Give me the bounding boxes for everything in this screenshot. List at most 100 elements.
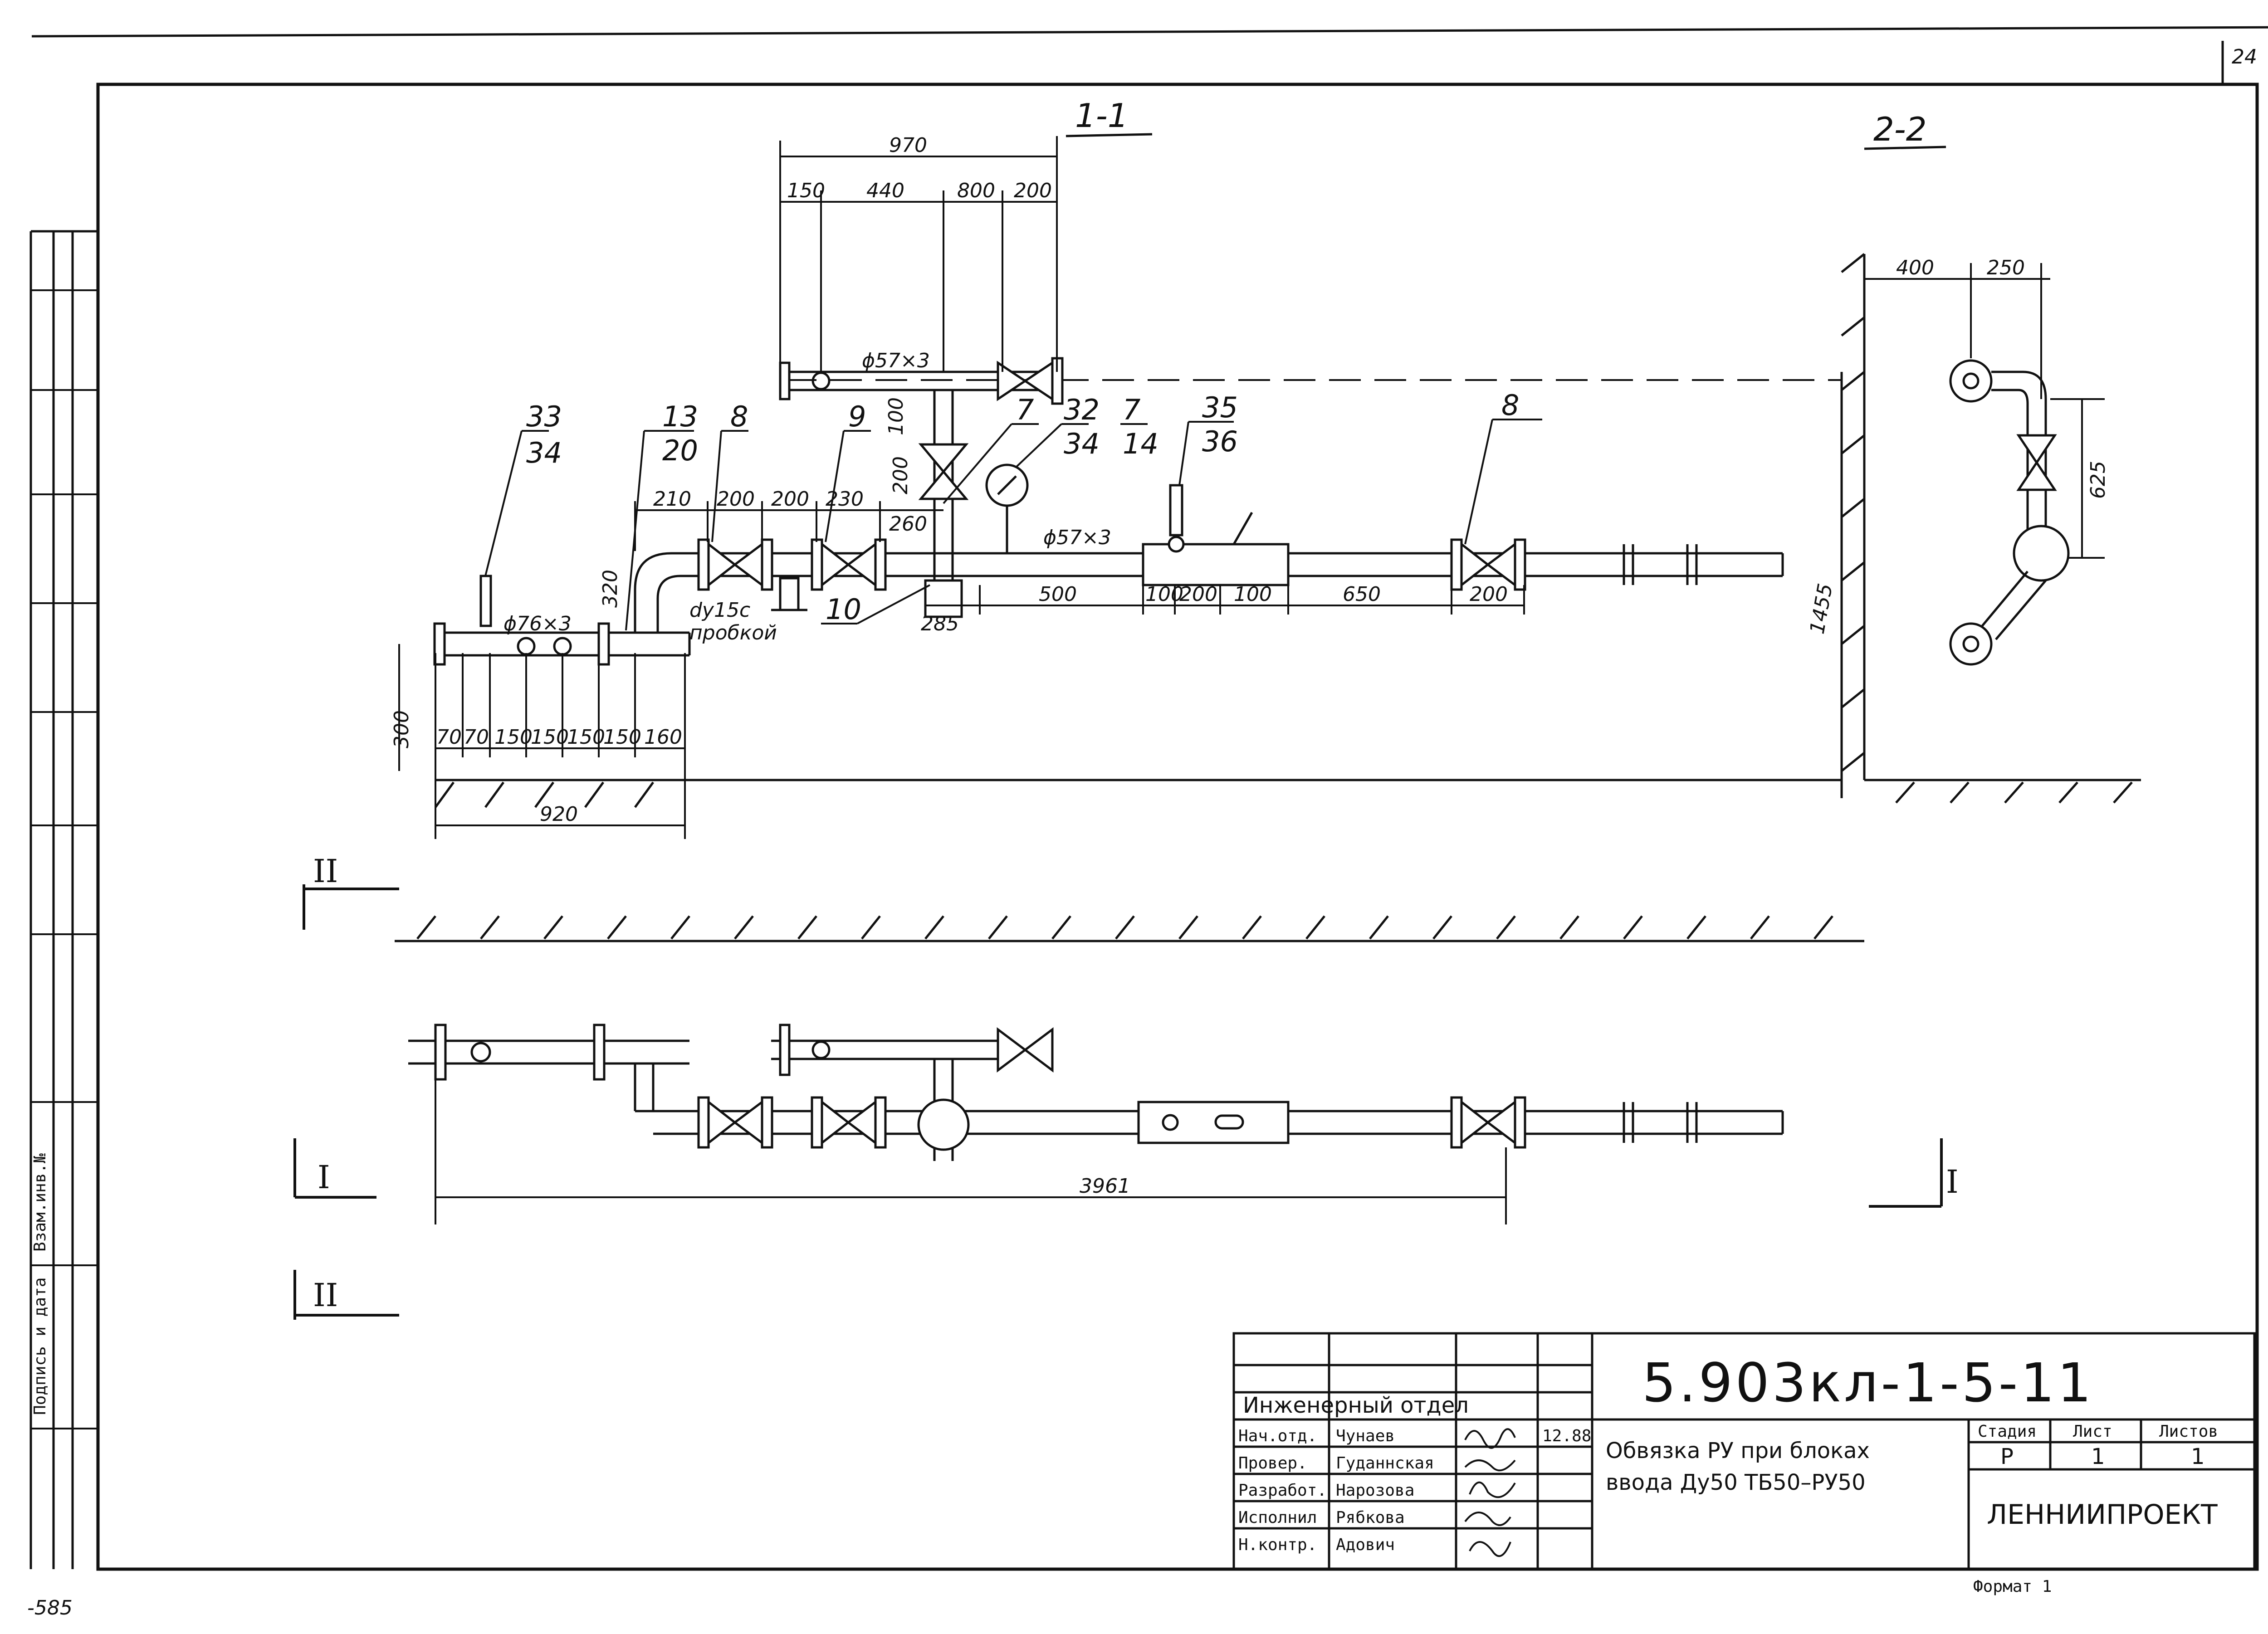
section-mark-II-bottom	[293, 1270, 399, 1320]
dim-left-2: 70	[464, 726, 489, 749]
dim-vertical-1: 100	[885, 397, 908, 435]
format-label: Формат 1	[1973, 1577, 2052, 1596]
dim-2-2-2: 250	[1987, 256, 2025, 279]
valve-8-right	[1450, 538, 1526, 591]
dim-left-7: 160	[644, 726, 682, 749]
title-block-date: 12.88	[1542, 1427, 1591, 1445]
dim-top-2: 440	[866, 179, 904, 202]
callout-leaders	[484, 419, 1542, 631]
drain-plug	[771, 577, 807, 611]
sheet-value: 1	[2091, 1444, 2105, 1469]
plan-valves	[697, 1027, 1526, 1149]
dim-top-4: 200	[1014, 179, 1052, 202]
valve-8-left	[697, 538, 773, 591]
dims-2-2-lines	[1864, 263, 2105, 559]
drawing-title-line2: ввода Ду50 ТБ50–РУ50	[1606, 1470, 1866, 1495]
bypass-riser	[918, 390, 969, 618]
callout-1-top: 13	[662, 400, 698, 433]
callout-7-bottom: 36	[1202, 425, 1238, 458]
sheet-header: Лист	[2073, 1422, 2112, 1441]
callout-6-bottom: 14	[1123, 427, 1158, 460]
callout-1-bottom: 20	[662, 434, 698, 467]
plan-wall-hatch	[395, 915, 1864, 942]
title-block-name-4: Адович	[1336, 1536, 1395, 1554]
drain-label-2: пробкой	[689, 621, 777, 644]
title-block-name-2: Нарозова	[1336, 1481, 1414, 1500]
callout-9-top: 10	[826, 593, 861, 626]
section-title-2-2-underline	[1864, 146, 1946, 150]
callout-7-top: 35	[1202, 391, 1238, 424]
dim-row-1: 210	[653, 488, 691, 511]
margin-label-signature-date: Подпись и дата	[31, 1278, 49, 1415]
dim-left-3: 150	[494, 726, 533, 749]
section-mark-II-top	[303, 884, 399, 930]
upper-bypass-label: ϕ57×3	[862, 349, 930, 372]
section-mark-II-bottom-label: II	[313, 1277, 338, 1314]
title-block-role-2: Разработ.	[1238, 1481, 1327, 1500]
floor-hatch-1-1	[434, 779, 1842, 808]
drawing-frame	[96, 83, 2259, 1571]
callout-4-top: 7	[1016, 393, 1034, 426]
section-mark-I-right	[1869, 1138, 1943, 1208]
wall-hatch-2-2	[1841, 253, 2141, 804]
valve-9	[811, 538, 887, 591]
title-block-role-3: Исполнил	[1238, 1508, 1317, 1527]
callout-2-top: 8	[730, 400, 748, 433]
stage-header: Стадия	[1978, 1422, 2037, 1441]
dim-bottom-5: 100	[1234, 583, 1272, 606]
dim-left-total: 920	[540, 803, 578, 826]
dim-top-total: 970	[889, 134, 927, 157]
drawing-title-line1: Обвязка РУ при блоках	[1606, 1438, 1870, 1463]
pressure-gauge	[985, 463, 1029, 553]
dim-bottom-2: 500	[1039, 583, 1077, 606]
dims-row-lines	[634, 501, 943, 551]
section-mark-II-top-label: II	[313, 853, 338, 890]
dim-vertical-4: 300	[390, 710, 413, 748]
organization-name: ЛЕННИИПРОЕКТ	[1987, 1499, 2218, 1531]
dim-bottom-1: 285	[921, 612, 959, 635]
title-block-name-1: Гуданнская	[1336, 1454, 1434, 1473]
title-block-name-0: Чунаев	[1336, 1427, 1395, 1445]
dim-2-2-1: 400	[1896, 256, 1934, 279]
wall-hatch-1-1	[1840, 371, 1865, 798]
margin-code: -585	[27, 1596, 73, 1619]
drain-label-1: dy15c	[689, 599, 750, 622]
title-block-department: Инженерный отдел	[1243, 1393, 1469, 1418]
section-mark-I-left-label: I	[318, 1159, 330, 1196]
title-block-role-1: Провер.	[1238, 1454, 1307, 1473]
callout-5-bottom: 34	[1064, 427, 1100, 460]
dim-left-6: 150	[603, 726, 641, 749]
callout-8-top: 8	[1501, 389, 1519, 422]
dims-left-lines	[398, 644, 686, 839]
callout-0-bottom: 34	[526, 436, 562, 469]
dim-vertical-2: 200	[889, 456, 912, 494]
dim-row-5: 260	[889, 512, 927, 536]
stage-value: Р	[2000, 1444, 2014, 1469]
title-block-role-4: Н.контр.	[1238, 1536, 1317, 1554]
callout-3-top: 9	[848, 400, 866, 433]
dim-bottom-3: 100	[1145, 583, 1183, 606]
callout-0-top: 33	[526, 400, 562, 433]
dim-row-3: 200	[771, 488, 809, 511]
section-title-1-1: 1-1	[1075, 97, 1129, 135]
signature-scribbles	[1464, 1428, 1516, 1557]
dim-top-3: 800	[957, 179, 995, 202]
sheets-value: 1	[2191, 1444, 2205, 1469]
top-edge-line	[31, 26, 2268, 38]
upper-bypass-pipe	[779, 357, 1064, 405]
plan-dim-total: 3961	[1080, 1175, 1130, 1198]
thermometer-fitting	[479, 484, 1253, 627]
dim-bottom-6: 650	[1343, 583, 1381, 606]
sheets-header: Листов	[2159, 1422, 2218, 1441]
dim-vertical-3: 320	[599, 570, 622, 608]
dim-left-4: 150	[531, 726, 569, 749]
height-label: 1455	[1806, 582, 1838, 636]
left-margin-strip: Взам.инв.№ Подпись и дата	[29, 230, 98, 1569]
inlet-pipe	[433, 622, 691, 666]
dim-left-5: 150	[567, 726, 605, 749]
section-mark-I-left	[293, 1138, 376, 1199]
section-mark-I-right-label: I	[1946, 1163, 1959, 1200]
dim-row-2: 200	[717, 488, 755, 511]
